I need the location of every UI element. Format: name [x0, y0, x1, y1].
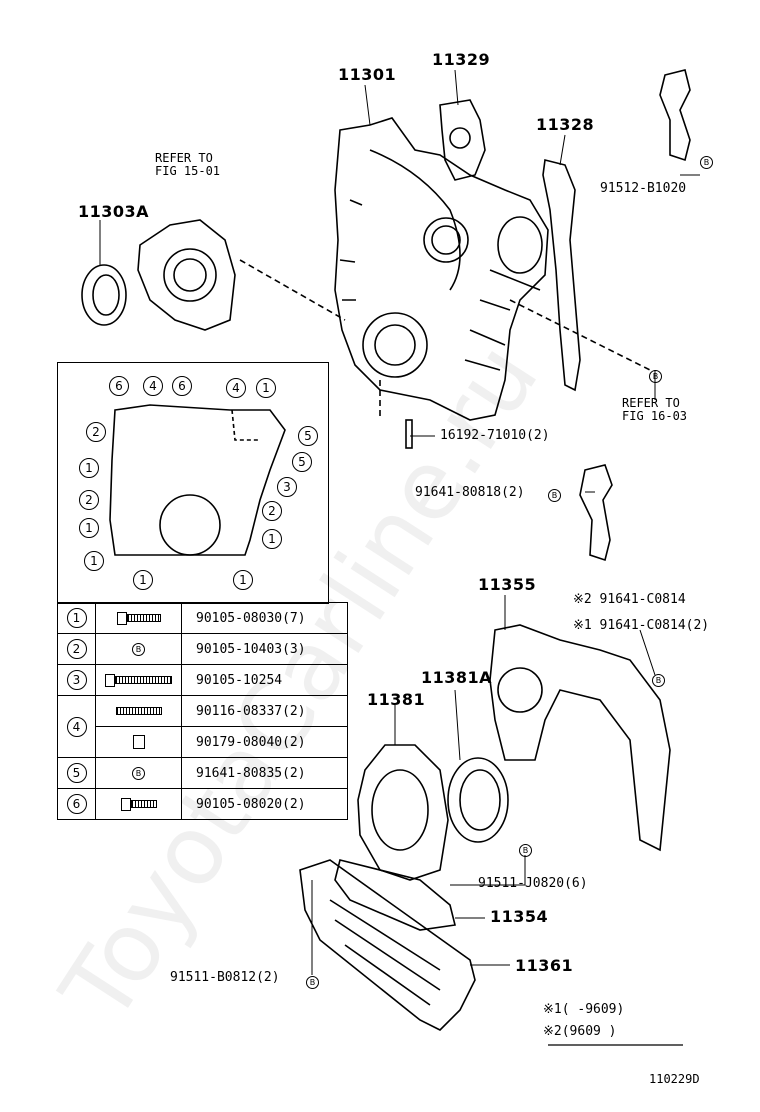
callout-circle: 1: [84, 551, 104, 571]
callout-circle: 4: [226, 378, 246, 398]
row-number: 6: [66, 794, 87, 814]
label-11381: 11381: [367, 690, 426, 709]
b-symbol-icon: B: [700, 154, 713, 170]
table-row: 90179-08040(2): [58, 726, 348, 758]
label-91511-B0812: 91511-B0812(2): [170, 970, 280, 985]
callout-circle: 1: [262, 529, 282, 549]
callout-circle: 1: [133, 570, 153, 590]
timing-cover-11301: [334, 117, 549, 421]
part-number: 90179-08040(2): [181, 726, 348, 758]
legend-note2: ※2(9609 ): [543, 1024, 617, 1039]
b-symbol-icon: B: [95, 757, 182, 789]
callout-circle: 5: [298, 426, 318, 446]
long-bolt-icon: [95, 664, 182, 696]
table-row: 6 90105-08020(2): [57, 788, 348, 820]
parts-table: 1 90105-08030(7) 2 B 90105-10403(3) 3 90…: [57, 602, 348, 820]
bolt-icon: [95, 602, 182, 634]
part-number: 90105-08030(7): [181, 602, 348, 634]
row-number: 4: [66, 716, 87, 737]
label-91511-J0820: 91511-J0820(6): [478, 876, 588, 891]
refer-16-03-line1: REFER TO: [622, 396, 680, 410]
oil-pan-11361: [299, 859, 476, 1031]
callout-circle: 1: [79, 458, 99, 478]
baffle-11354: [334, 859, 456, 931]
table-row: 3 90105-10254: [57, 664, 348, 696]
label-11328: 11328: [536, 115, 595, 134]
stud-icon: [95, 695, 182, 727]
table-row: 2 B 90105-10403(3): [57, 633, 348, 665]
label-16192-71010: 16192-71010(2): [440, 428, 550, 443]
callout-circle: 6: [109, 376, 129, 396]
b-symbol-icon: B: [548, 487, 561, 503]
bracket-top: [659, 69, 691, 162]
retainer-11381: [357, 744, 449, 881]
label-11361: 11361: [515, 956, 574, 975]
table-row: 5 B 91641-80835(2): [57, 757, 348, 789]
callout-circle: 2: [86, 422, 106, 442]
label-note2-91641-C0814: ※2 91641-C0814: [573, 592, 686, 607]
part-number: 91641-80835(2): [181, 757, 348, 789]
legend-note1: ※1( -9609): [543, 1002, 625, 1017]
row-number: 5: [66, 763, 87, 783]
callout-circle: 1: [79, 518, 99, 538]
refer-16-03-line2: FIG 16-03: [622, 409, 688, 423]
label-11381A: 11381A: [421, 668, 493, 687]
callout-circle: 3: [277, 477, 297, 497]
diagram-id: 110229D: [649, 1072, 700, 1086]
row-number: 1: [66, 608, 87, 628]
part-number: 90116-08337(2): [181, 695, 348, 727]
refer-15-01-line2: FIG 15-01: [155, 164, 221, 178]
callout-circle: 2: [262, 501, 282, 521]
b-symbol-icon: B: [652, 672, 665, 688]
b-symbol-icon: B: [306, 974, 319, 990]
oil-seal-11303A: [81, 264, 127, 326]
label-91641-80818: 91641-80818(2): [415, 485, 525, 500]
inset-cover-outline: [109, 404, 286, 556]
callout-circle: 1: [256, 378, 276, 398]
callout-circle: 6: [172, 376, 192, 396]
label-11329: 11329: [432, 50, 491, 69]
b-symbol-icon: B: [95, 633, 182, 665]
table-row: 4 90116-08337(2): [57, 695, 348, 758]
label-11303A: 11303A: [78, 202, 150, 221]
callout-circle: 5: [292, 452, 312, 472]
part-number: 90105-10254: [181, 664, 348, 696]
refer-15-01-line1: REFER TO: [155, 151, 213, 165]
b-symbol-icon: B: [649, 368, 662, 384]
label-11355: 11355: [478, 575, 537, 594]
callout-circle: 4: [143, 376, 163, 396]
backing-plate-11355: [489, 624, 671, 852]
b-symbol-icon: B: [519, 842, 532, 858]
seal-housing: [137, 219, 236, 331]
table-row: 1 90105-08030(7): [57, 602, 348, 634]
bracket-mid: [579, 464, 613, 562]
callout-circle: 1: [233, 570, 253, 590]
nut-icon: [95, 726, 182, 758]
label-11354: 11354: [490, 907, 549, 926]
label-11301: 11301: [338, 65, 397, 84]
gasket-11329: [439, 99, 486, 181]
part-number: 90105-08020(2): [181, 788, 348, 820]
callout-circle: 2: [79, 490, 99, 510]
bolt-icon: [95, 788, 182, 820]
oil-seal-11381A: [447, 757, 509, 843]
label-91512-B1020: 91512-B1020: [600, 181, 687, 196]
part-number: 90105-10403(3): [181, 633, 348, 665]
gasket-11328: [542, 159, 581, 392]
row-number: 3: [66, 670, 87, 690]
label-note1-91641-C0814: ※1 91641-C0814(2): [573, 618, 710, 633]
row-number: 2: [66, 639, 87, 659]
